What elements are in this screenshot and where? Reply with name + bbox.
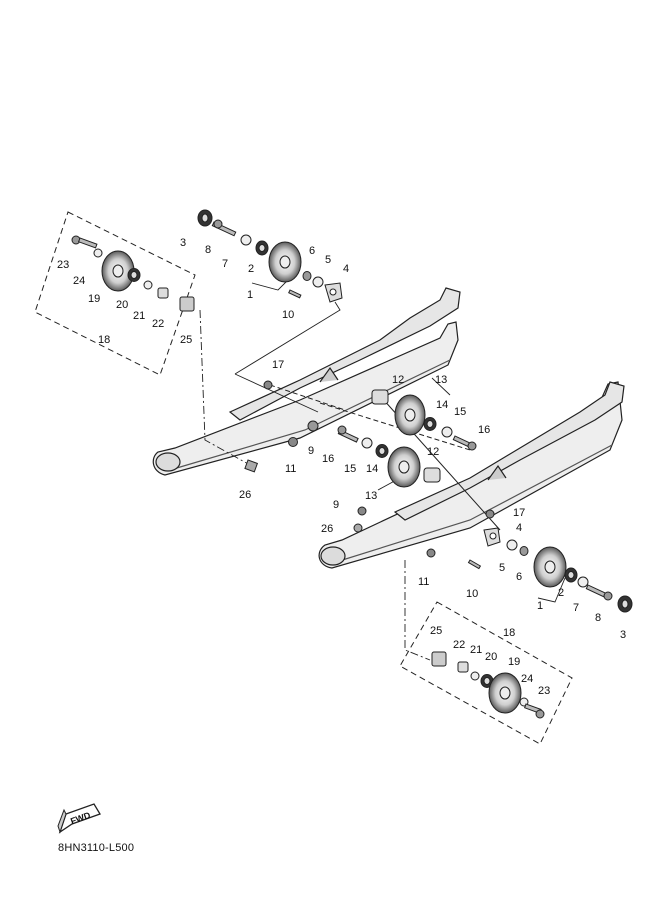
callout-2: 2 (248, 263, 254, 275)
right-hardware (353, 506, 633, 719)
callout-20: 20 (116, 299, 128, 311)
callout-26: 26 (239, 489, 251, 501)
callout-1: 1 (247, 289, 253, 301)
callout-11: 11 (418, 576, 429, 588)
callout-14: 14 (436, 399, 448, 411)
callout-23: 23 (57, 259, 69, 271)
left-subassembly-box (34, 211, 196, 376)
callout-9: 9 (308, 445, 314, 457)
callout-23: 23 (538, 685, 550, 697)
callout-1: 1 (537, 600, 543, 612)
callout-16: 16 (322, 453, 334, 465)
callout-8: 8 (595, 612, 601, 624)
callout-5: 5 (499, 562, 505, 574)
callout-26: 26 (321, 523, 333, 535)
callout-22: 22 (152, 318, 164, 330)
callout-7: 7 (573, 602, 579, 614)
callout-14: 14 (366, 463, 378, 475)
callout-2: 2 (558, 587, 564, 599)
callout-15: 15 (454, 406, 466, 418)
left-hardware (71, 209, 477, 488)
callout-4: 4 (516, 522, 522, 534)
callout-24: 24 (521, 673, 533, 685)
callout-10: 10 (466, 588, 478, 600)
callout-15: 15 (344, 463, 356, 475)
right-slide-rail (318, 381, 625, 569)
callout-4: 4 (343, 263, 349, 275)
callout-6: 6 (309, 245, 315, 257)
callout-6: 6 (516, 571, 522, 583)
callout-21: 21 (470, 644, 482, 656)
callout-12: 12 (427, 446, 439, 458)
callout-21: 21 (133, 310, 145, 322)
callout-17: 17 (513, 507, 525, 519)
callout-11: 11 (285, 463, 296, 475)
callout-10: 10 (282, 309, 294, 321)
callout-25: 25 (430, 625, 442, 637)
left-callouts: 1 2 3 4 5 6 7 8 9 10 11 12 13 14 15 16 1… (57, 237, 490, 501)
right-subassembly-box (399, 601, 573, 745)
callout-13: 13 (435, 374, 447, 386)
callout-3: 3 (180, 237, 186, 249)
callout-20: 20 (485, 651, 497, 663)
callout-13: 13 (365, 490, 377, 502)
callout-25: 25 (180, 334, 192, 346)
callout-19: 19 (508, 656, 520, 668)
callout-9: 9 (333, 499, 339, 511)
callout-7: 7 (222, 258, 228, 270)
left-slide-rail (152, 287, 461, 476)
callout-18: 18 (98, 334, 110, 346)
callout-12: 12 (392, 374, 404, 386)
callout-5: 5 (325, 254, 331, 266)
callout-18: 18 (503, 627, 515, 639)
callout-16: 16 (478, 424, 490, 436)
callout-17: 17 (272, 359, 284, 371)
callout-8: 8 (205, 244, 211, 256)
leader-lines (199, 267, 566, 661)
callout-19: 19 (88, 293, 100, 305)
fwd-arrow-icon: FWD (57, 803, 101, 834)
right-callouts: 1 2 3 4 5 6 7 8 9 10 11 12 13 14 15 16 1… (321, 446, 626, 697)
callout-3: 3 (620, 629, 626, 641)
callout-24: 24 (73, 275, 85, 287)
diagram-code: 8HN3110-L500 (58, 842, 135, 854)
callout-22: 22 (453, 639, 465, 651)
